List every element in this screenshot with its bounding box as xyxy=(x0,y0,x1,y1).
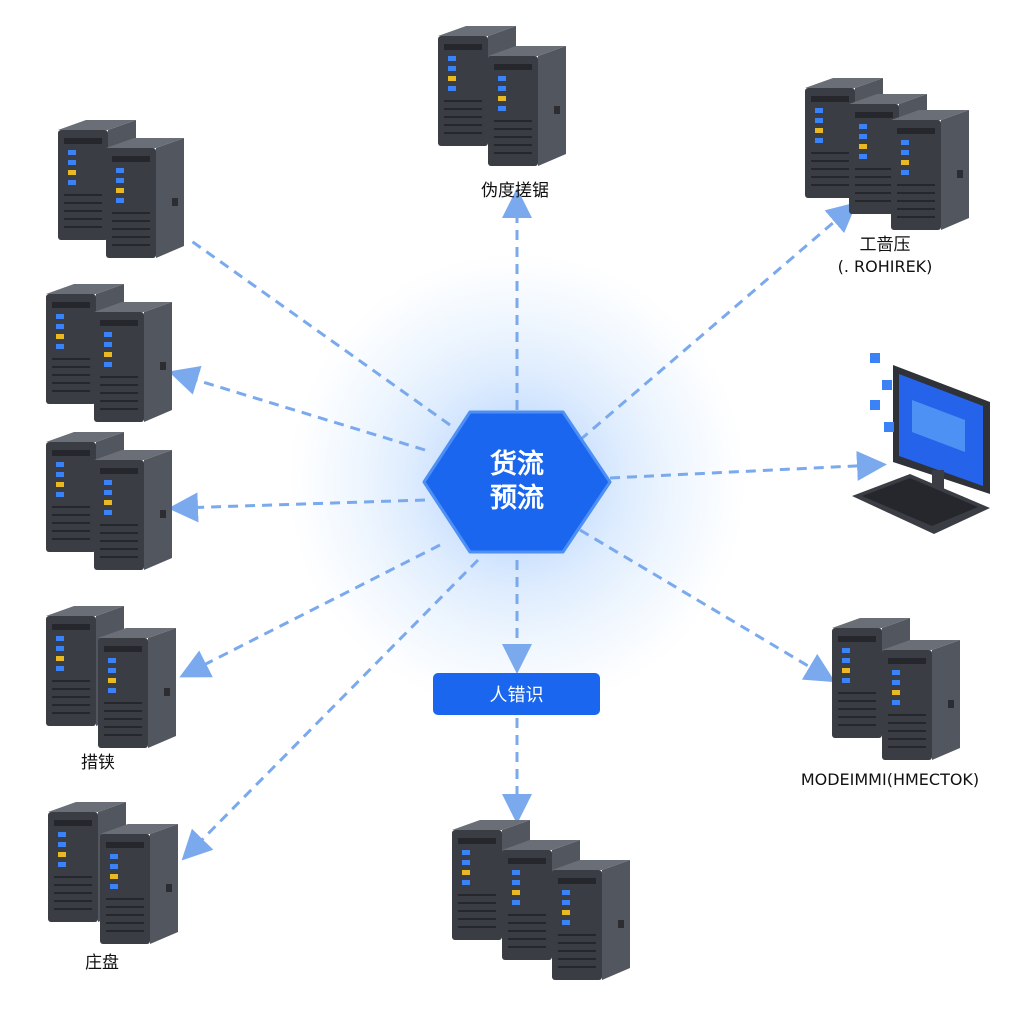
node-label-left-5: 庄盘 xyxy=(85,953,119,973)
server-rack-icon xyxy=(97,627,177,749)
server-rack-icon xyxy=(487,45,567,167)
node-label-top-right-2: (. ROHIREK) xyxy=(837,257,933,276)
keyboard-icon xyxy=(852,474,990,534)
center-tag: 人错识 xyxy=(433,673,600,715)
hub-hexagon xyxy=(422,410,612,554)
node-label-top: 伪度搓锯 xyxy=(481,181,549,201)
server-group-right-bottom xyxy=(831,617,961,761)
server-rack-icon xyxy=(93,449,173,571)
server-group-left-4 xyxy=(45,605,177,749)
server-group-left-2 xyxy=(45,283,173,423)
connector-left-4 xyxy=(179,543,441,678)
connector-left-2 xyxy=(168,365,426,452)
node-label-top-right-1: 工啬压 xyxy=(859,235,911,255)
hub-label: 货流 预流 xyxy=(424,412,610,552)
server-group-top-left-1 xyxy=(57,119,185,259)
server-rack-icon xyxy=(99,823,179,945)
server-rack-icon xyxy=(105,137,185,259)
node-label-right-bottom: MODEIMMI(HMECTOK) xyxy=(800,770,980,789)
server-group-left-3 xyxy=(45,431,173,571)
server-rack-icon xyxy=(551,859,631,981)
connectors xyxy=(168,188,887,861)
connector-left-3 xyxy=(168,492,426,523)
hub-label-line2: 预流 xyxy=(490,483,544,514)
server-group-left-5 xyxy=(47,801,179,945)
hub-label-line1: 货流 xyxy=(490,449,544,480)
server-rack-icon xyxy=(890,109,970,231)
server-rack-icon xyxy=(93,301,173,423)
connector-left-5 xyxy=(181,558,480,861)
connector-top-left xyxy=(189,238,451,427)
connector-right-bottom xyxy=(579,528,836,683)
node-label-left-4: 措铗 xyxy=(81,753,115,773)
server-group-top-right xyxy=(804,77,970,231)
server-group-top xyxy=(437,25,567,167)
server-rack-icon xyxy=(881,639,961,761)
connector-computer xyxy=(609,450,887,481)
connector-top-right xyxy=(579,202,858,442)
server-group-bottom xyxy=(451,819,631,981)
